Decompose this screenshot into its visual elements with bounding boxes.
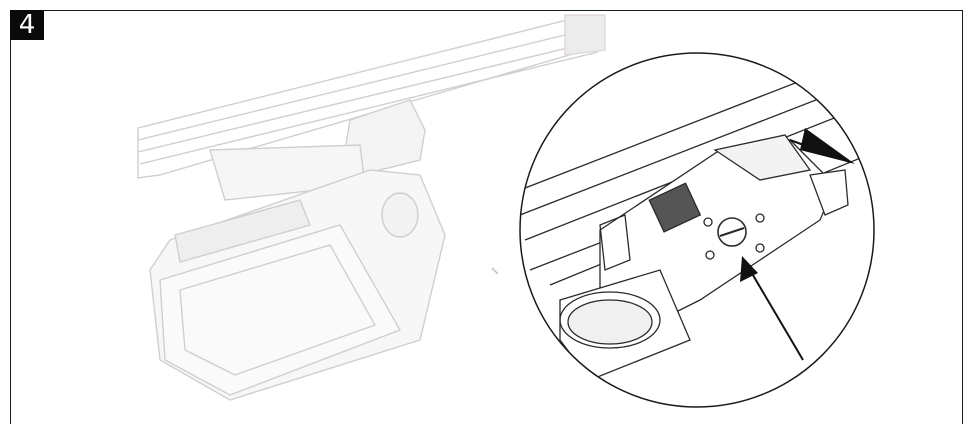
- detail-screw: [705, 250, 715, 260]
- detail-screw: [755, 243, 765, 253]
- slide-direction-arrow: [789, 128, 855, 164]
- leader-mark: [491, 267, 499, 275]
- track-rail-line: [137, 41, 593, 153]
- detail-latch: [809, 169, 849, 216]
- lamp-side-knob: [381, 192, 419, 238]
- detail-rotary-slot: [719, 226, 745, 238]
- track-rail-line: [139, 51, 599, 165]
- pointer-arrow: [740, 256, 804, 361]
- lamp-front-face: [159, 224, 402, 396]
- track-rail-line: [137, 29, 586, 141]
- detail-cylinder-inner: [567, 299, 653, 345]
- detail-adapter-top: [713, 134, 812, 181]
- detail-circle: [519, 52, 875, 408]
- track-rail-end: [564, 14, 606, 56]
- detail-knurled-wheel: [648, 182, 702, 233]
- figure-frame: [10, 10, 963, 424]
- track-spotlight-illustration: [137, 14, 606, 401]
- detail-screw: [703, 217, 713, 227]
- detail-cylinder-end: [559, 291, 661, 349]
- lamp-cooling-fins: [174, 199, 311, 263]
- lamp-lens: [179, 244, 377, 376]
- detail-side-bracket: [599, 214, 631, 271]
- step-number-badge: 4: [10, 10, 44, 40]
- detail-screw: [755, 213, 765, 223]
